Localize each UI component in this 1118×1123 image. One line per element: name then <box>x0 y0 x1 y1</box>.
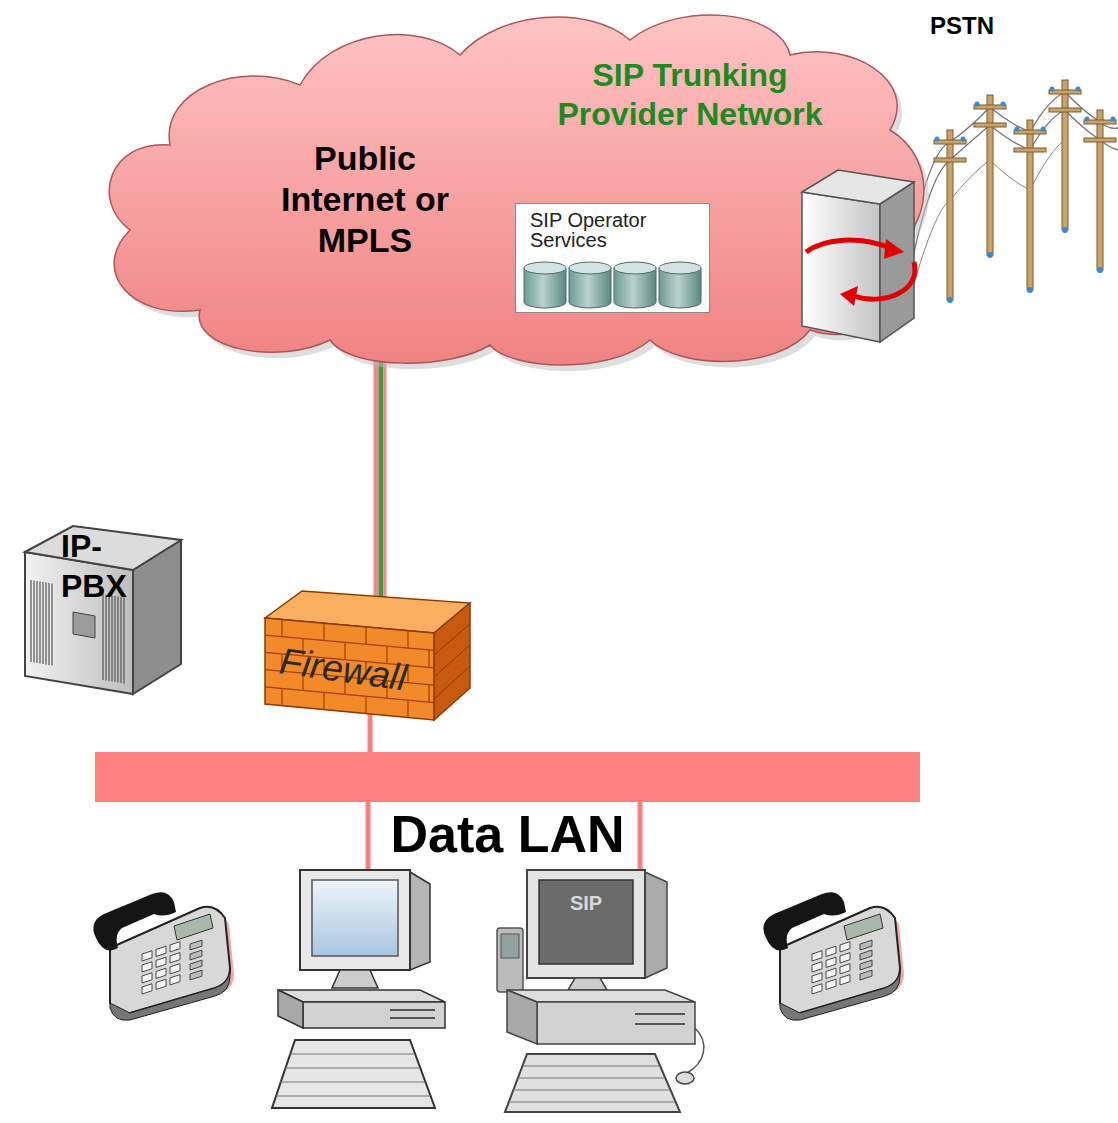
lan-name: Data LAN <box>95 806 920 863</box>
text-slot: Firewall <box>280 640 430 682</box>
text-slot: SIP Operator Services <box>530 210 680 250</box>
desk-phone <box>763 892 904 1020</box>
link-line <box>384 357 387 602</box>
sip-computer: SIP <box>495 868 705 1118</box>
link-line <box>374 357 379 602</box>
pbx-server: IP-PBX <box>15 512 187 697</box>
firewall-box: Firewall <box>262 588 474 723</box>
lan-band: Data LAN <box>95 752 920 802</box>
text-slot: PSTN <box>930 12 994 40</box>
cloud-outline <box>90 0 920 365</box>
link-line <box>379 357 384 602</box>
network-name: Public Internet or MPLS <box>250 138 480 260</box>
provider-name: SIP Trunking Provider Network <box>540 56 840 134</box>
trunk-link <box>376 357 385 602</box>
lan-link <box>640 802 641 872</box>
text-slot: Public Internet or MPLS <box>250 138 480 260</box>
services-name: SIP Operator Services <box>530 210 680 250</box>
text-slot: SIP <box>556 892 616 915</box>
desk-phone <box>93 892 234 1020</box>
desktop-computer <box>272 870 445 1108</box>
lan-wire <box>366 802 371 872</box>
text-slot: Data LAN <box>95 806 920 863</box>
text-slot: IP-PBX <box>61 526 145 606</box>
operator-services-box: SIP Operator Services <box>515 203 710 313</box>
lan-link <box>370 713 371 752</box>
network-cloud: Public Internet or MPLS SIP Trunking Prov… <box>90 0 920 365</box>
pstn-poles <box>912 80 1118 303</box>
link-line <box>638 802 643 872</box>
server-name: IP-PBX <box>61 526 145 606</box>
screen-text: SIP <box>556 892 616 915</box>
text-slot: SIP Trunking Provider Network <box>540 56 840 134</box>
link-line <box>368 713 373 752</box>
network-label: PSTN <box>930 12 994 40</box>
